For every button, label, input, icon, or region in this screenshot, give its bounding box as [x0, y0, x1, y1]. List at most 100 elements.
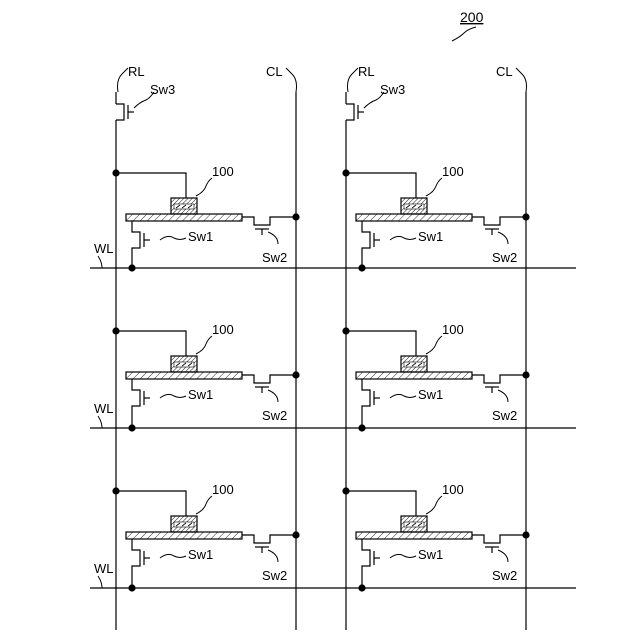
rl-to-element-wire [116, 331, 186, 356]
word-lines [90, 268, 576, 588]
wl-junction-dot [128, 584, 135, 591]
element-label: 100 [212, 322, 234, 337]
rl-to-element-wire [346, 331, 416, 356]
wl-leader [98, 576, 102, 588]
element-leader [196, 178, 212, 196]
wl-junction-dot [128, 264, 135, 271]
element-leader [196, 496, 212, 514]
sw1-leader [390, 554, 416, 558]
sw1-switch [132, 539, 140, 588]
cl-wiggle [516, 68, 527, 92]
element-label: 100 [212, 482, 234, 497]
sw2-switch [472, 535, 526, 543]
memory-cell: 100 Sw1 Sw2 [112, 322, 299, 432]
rl-to-element-wire [116, 173, 186, 198]
cl-junction-dot [292, 213, 299, 220]
column-1: RL CL Sw3 [116, 64, 297, 630]
cl-junction-dot [292, 531, 299, 538]
element-leader [196, 336, 212, 354]
wl-leader [98, 256, 102, 268]
element-bottom-layer [356, 532, 472, 539]
sw1-switch [132, 379, 140, 428]
cl-label: CL [266, 64, 283, 79]
sw2-label: Sw2 [262, 408, 287, 423]
figure-number-leader [452, 27, 476, 41]
element-leader [426, 336, 442, 354]
figure-number-group: 200 [452, 9, 484, 41]
sw2-label: Sw2 [492, 408, 517, 423]
wl-junction-dot [358, 584, 365, 591]
element-bottom-layer [126, 214, 242, 221]
sw2-label: Sw2 [492, 250, 517, 265]
sw1-switch [362, 379, 370, 428]
sw2-leader [498, 390, 508, 402]
sw1-label: Sw1 [418, 547, 443, 562]
sw1-leader [390, 236, 416, 240]
element-label: 100 [442, 164, 464, 179]
sw2-leader [498, 550, 508, 562]
rl-to-element-wire [346, 173, 416, 198]
sw3-switch [346, 104, 354, 120]
memory-cell: 100 Sw1 Sw2 [112, 164, 299, 272]
element-label: 100 [442, 482, 464, 497]
sw2-switch [472, 217, 526, 225]
wl-label: WL [94, 241, 114, 256]
sw1-leader [160, 394, 186, 398]
element-label: 100 [442, 322, 464, 337]
sw2-leader [268, 232, 278, 244]
rl-label: RL [358, 64, 375, 79]
sw3-label: Sw3 [380, 82, 405, 97]
sw1-label: Sw1 [418, 229, 443, 244]
column-2: RL CL Sw3 [346, 64, 527, 630]
sw2-switch [242, 535, 296, 543]
wl-labels: WL WL WL [94, 241, 114, 588]
element-leader [426, 496, 442, 514]
memory-cell: 100 Sw1 Sw2 [112, 482, 299, 592]
sw1-switch [132, 221, 140, 268]
sw2-leader [498, 232, 508, 244]
wl-junction-dot [358, 264, 365, 271]
sw1-label: Sw1 [188, 547, 213, 562]
sw2-switch [472, 375, 526, 383]
memory-cell: 100 Sw1 Sw2 [342, 164, 529, 272]
element-bottom-layer [356, 372, 472, 379]
sw1-leader [160, 236, 186, 240]
element-label: 100 [212, 164, 234, 179]
rl-to-element-wire [116, 491, 186, 516]
rl-wiggle [348, 68, 359, 92]
sw1-label: Sw1 [188, 229, 213, 244]
sw2-leader [268, 550, 278, 562]
wl-junction-dot [128, 424, 135, 431]
element-bottom-layer [126, 372, 242, 379]
memory-cells: 100 Sw1 Sw2 100 [112, 164, 529, 592]
cl-junction-dot [522, 371, 529, 378]
cl-junction-dot [522, 531, 529, 538]
sw1-leader [390, 394, 416, 398]
wl-label: WL [94, 561, 114, 576]
memory-cell: 100 Sw1 Sw2 [342, 322, 529, 432]
cl-wiggle [286, 68, 297, 92]
figure-number: 200 [460, 9, 484, 25]
element-bottom-layer [356, 214, 472, 221]
sw2-switch [242, 217, 296, 225]
cl-junction-dot [522, 213, 529, 220]
wl-junction-dot [358, 424, 365, 431]
sw2-label: Sw2 [262, 568, 287, 583]
sw2-label: Sw2 [262, 250, 287, 265]
sw3-label: Sw3 [150, 82, 175, 97]
sw2-label: Sw2 [492, 568, 517, 583]
cl-label: CL [496, 64, 513, 79]
sw1-label: Sw1 [418, 387, 443, 402]
element-leader [426, 178, 442, 196]
sw1-switch [362, 221, 370, 268]
sw2-switch [242, 375, 296, 383]
wl-leader [98, 416, 102, 428]
memory-cell: 100 Sw1 Sw2 [342, 482, 529, 592]
cl-junction-dot [292, 371, 299, 378]
sw3-switch [116, 104, 124, 120]
rl-to-element-wire [346, 491, 416, 516]
sw1-switch [362, 539, 370, 588]
element-bottom-layer [126, 532, 242, 539]
sw2-leader [268, 390, 278, 402]
